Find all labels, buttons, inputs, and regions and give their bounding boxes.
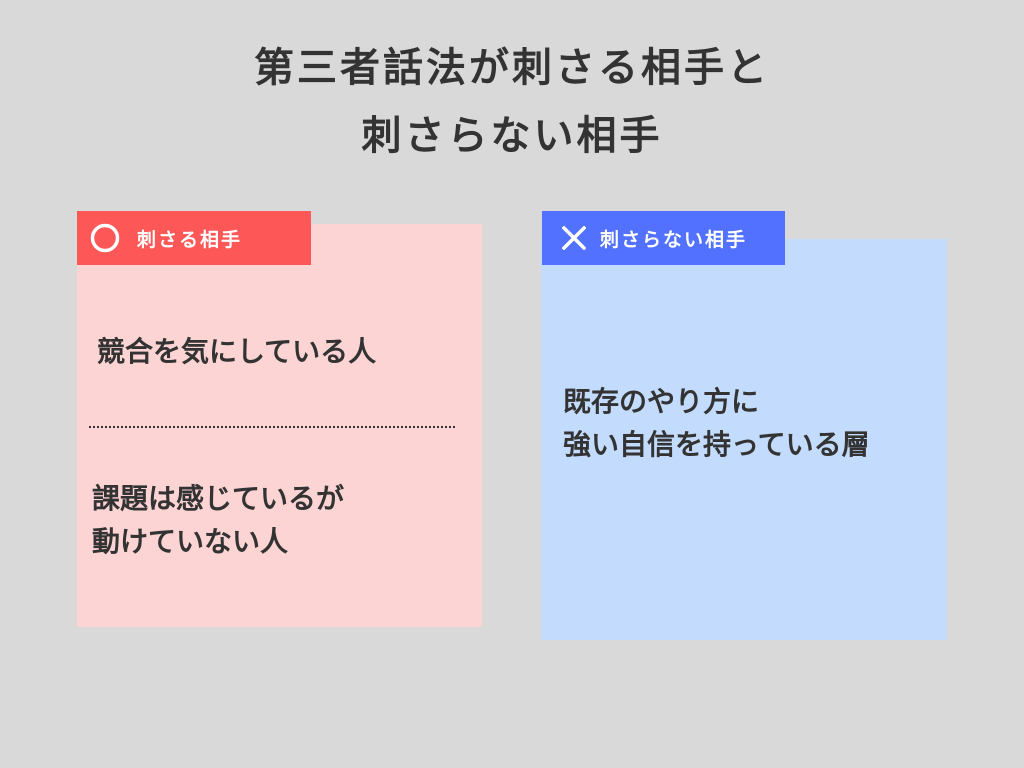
effective-audience-item-2-line-2: 動けていない人 [92,525,289,559]
effective-audience-item-2: 課題は感じているが 動けていない人 [92,477,344,564]
effective-audience-tag: 刺さる相手 [77,211,311,265]
page-title-line-2: 刺さらない相手 [361,113,663,159]
ineffective-audience-label: 刺さらない相手 [600,228,748,251]
effective-audience-item-2-line-1: 課題は感じているが [92,482,345,515]
ineffective-audience-item-1-line-2: 強い自信を持っている層 [563,428,870,462]
cross-icon [561,225,587,251]
circle-icon [89,222,121,254]
effective-audience-card [77,224,482,627]
page-title-line-1: 第三者話法が刺さる相手と [254,45,770,91]
effective-audience-item-1: 競合を気にしている人 [97,330,376,373]
ineffective-audience-tag: 刺さらない相手 [542,211,785,265]
effective-audience-item-1-line-1: 競合を気にしている人 [97,335,377,368]
dotted-divider [89,426,455,428]
ineffective-audience-item-1: 既存のやり方に 強い自信を持っている層 [563,380,870,467]
ineffective-audience-card [541,239,947,640]
effective-audience-label: 刺さる相手 [137,228,243,251]
ineffective-audience-item-1-line-1: 既存のやり方に [563,385,760,418]
